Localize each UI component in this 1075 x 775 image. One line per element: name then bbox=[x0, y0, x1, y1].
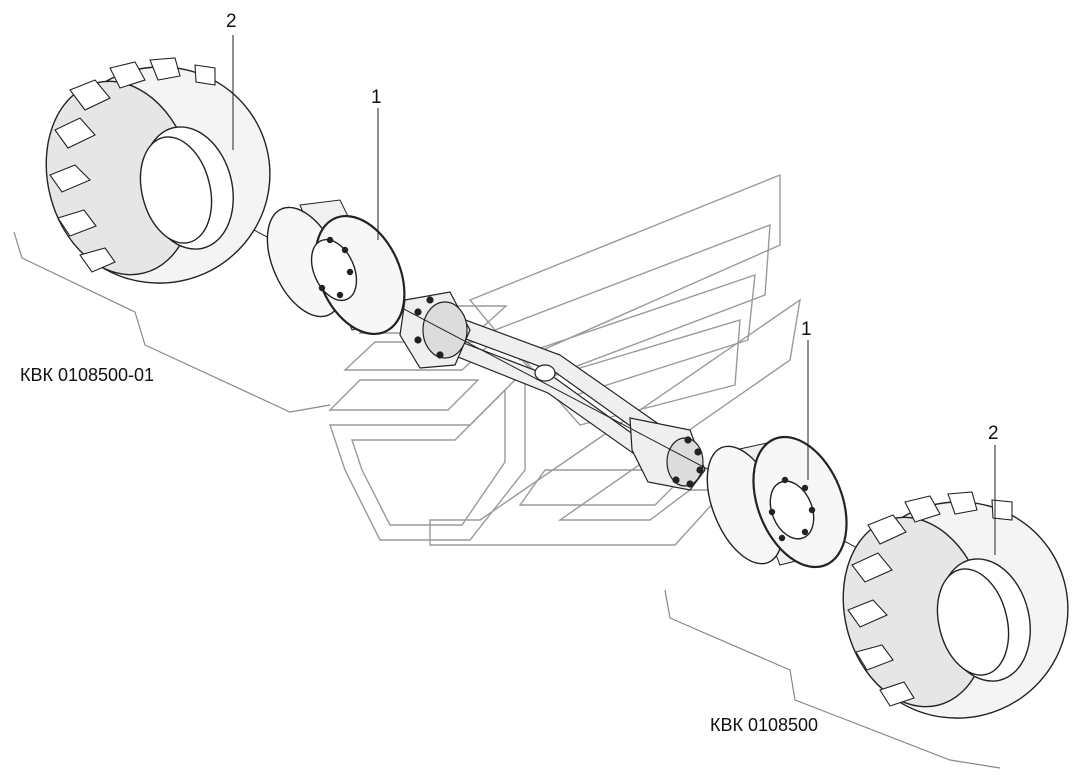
rim-left bbox=[266, 199, 406, 336]
callout-2-left: 2 bbox=[226, 11, 237, 32]
callout-leaders bbox=[232, 35, 996, 555]
callout-1-left: 1 bbox=[371, 87, 382, 108]
callout-2-right: 2 bbox=[988, 423, 999, 444]
axis-centerline bbox=[139, 169, 976, 611]
axle-housing bbox=[399, 291, 706, 491]
tire-left bbox=[45, 57, 271, 284]
callout-1-right: 1 bbox=[801, 319, 812, 340]
assembly-leaders bbox=[13, 231, 1001, 769]
assembly-code-right: КВК 0108500 bbox=[710, 715, 819, 735]
assembly-code-left: КВК 0108500-01 bbox=[20, 365, 155, 385]
rim-right bbox=[706, 435, 848, 569]
tire-right bbox=[842, 491, 1069, 719]
